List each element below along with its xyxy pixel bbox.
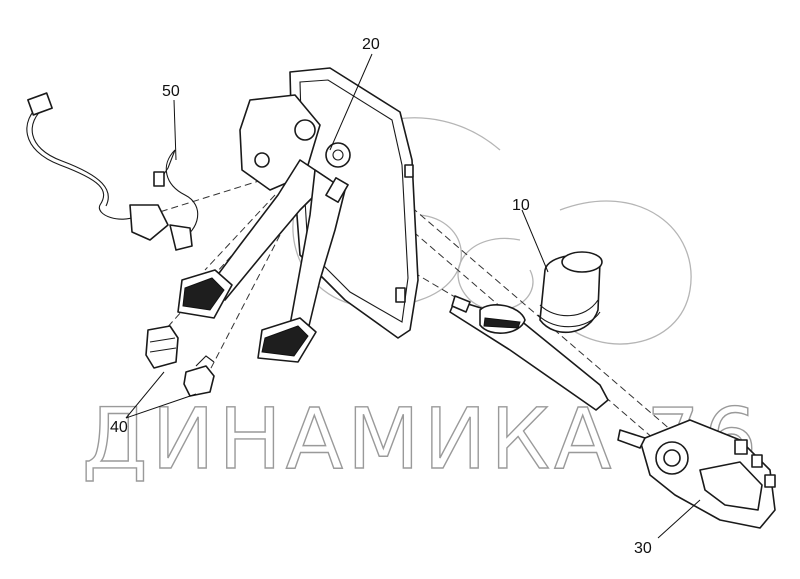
- slave-cylinder-assembly: [617, 419, 776, 529]
- callout-50: 50: [162, 83, 180, 100]
- callout-leaders: [125, 53, 701, 539]
- callout-40: 40: [110, 419, 128, 436]
- pedal-bracket-assembly: [177, 67, 419, 363]
- callout-20: 20: [362, 36, 380, 53]
- master-cylinder-assembly: [449, 251, 609, 411]
- pedal-switches: [145, 325, 215, 397]
- callout-10: 10: [512, 197, 530, 214]
- wiring-harness: [26, 92, 199, 251]
- callout-30: 30: [634, 540, 652, 557]
